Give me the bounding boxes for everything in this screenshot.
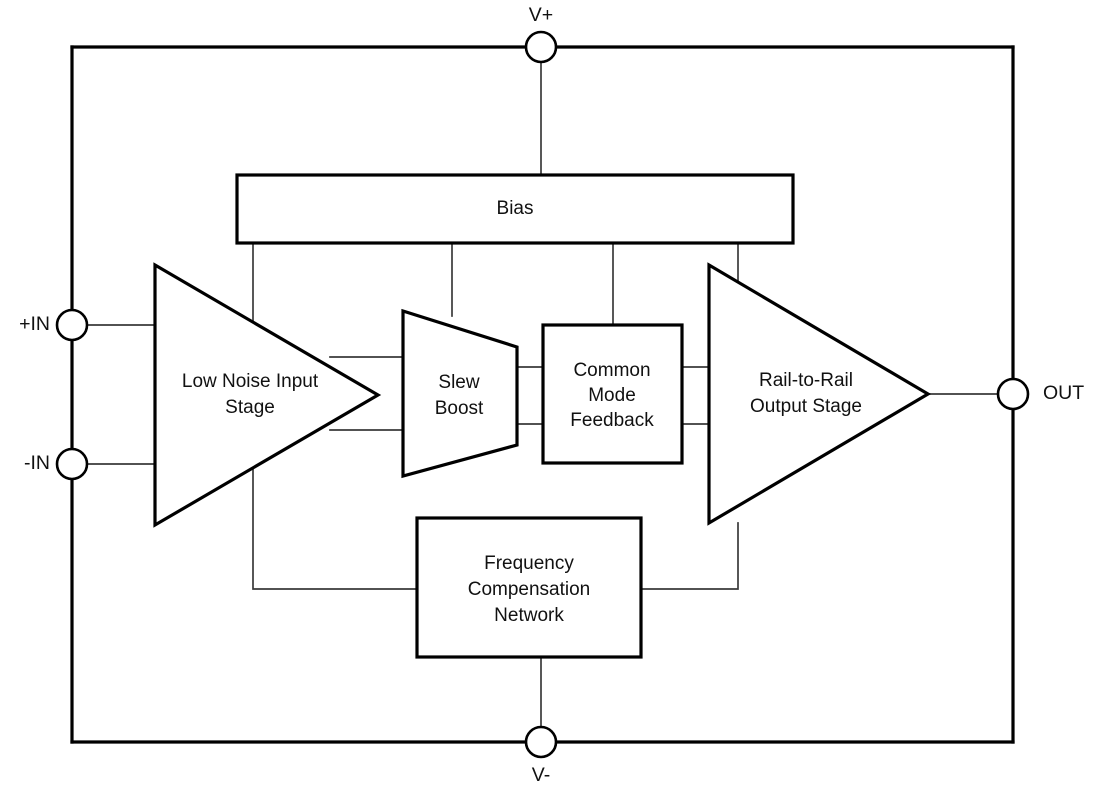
input-signal-wires <box>86 324 167 465</box>
common-mode-feedback-label-line-1: Common <box>573 360 650 381</box>
slew-boost-label-line-2: Boost <box>435 398 484 419</box>
rail-to-rail-output-stage-label-line-1: Rail-to-Rail <box>759 370 853 391</box>
vplus-node-circle[interactable] <box>524 30 558 64</box>
terminal-vminus[interactable]: V- <box>524 725 558 786</box>
common-mode-feedback-label-line-3: Feedback <box>570 410 654 431</box>
frequency-compensation-network-label-line-3: Network <box>494 605 564 626</box>
block-rail-to-rail-output-stage[interactable]: Rail-to-Rail Output Stage <box>707 262 932 526</box>
plus-in-pin-label: +IN <box>19 313 50 335</box>
common-mode-feedback-outline <box>541 323 684 465</box>
frequency-compensation-network-outline <box>415 516 643 659</box>
frequency-compensation-network-label-line-2: Compensation <box>468 579 591 600</box>
bias-block-label: Bias <box>497 198 534 219</box>
rail-to-rail-output-stage-label-line-2: Output Stage <box>750 396 862 417</box>
bias-block-outline <box>235 173 795 245</box>
terminal-vplus[interactable]: V+ <box>524 4 558 64</box>
out-node-circle[interactable] <box>996 377 1030 411</box>
terminal-plus-in[interactable]: +IN <box>19 308 89 342</box>
block-common-mode-feedback[interactable]: Common Mode Feedback <box>541 323 684 465</box>
block-frequency-compensation-network[interactable]: Frequency Compensation Network <box>415 516 643 659</box>
terminal-minus-in[interactable]: -IN <box>24 447 89 481</box>
out-pin-label: OUT <box>1043 382 1084 404</box>
rail-to-rail-output-stage-outline <box>707 262 932 526</box>
low-noise-input-stage-outline <box>153 262 382 528</box>
low-noise-input-stage-label-line-2: Stage <box>225 397 275 418</box>
slew-boost-outline <box>401 308 519 479</box>
compensation-wires <box>252 465 739 590</box>
outer-supply-frame <box>70 45 1015 744</box>
slew-boost-label-line-1: Slew <box>438 372 479 393</box>
terminal-nodes: V+ V- +IN -IN OUT <box>19 4 1084 786</box>
block-bias[interactable]: Bias <box>235 173 795 245</box>
vminus-pin-label: V- <box>532 764 550 786</box>
block-slew-boost[interactable]: Slew Boost <box>401 308 519 479</box>
input-stage-to-fcn-wire <box>252 465 418 590</box>
plus-in-node-circle[interactable] <box>55 308 89 342</box>
block-low-noise-input-stage[interactable]: Low Noise Input Stage <box>153 262 382 528</box>
minus-in-node-circle[interactable] <box>55 447 89 481</box>
fcn-to-output-stage-wire <box>640 522 739 590</box>
vminus-node-circle[interactable] <box>524 725 558 759</box>
frequency-compensation-network-label-line-1: Frequency <box>484 553 574 574</box>
bias-distribution-wires <box>252 242 739 326</box>
minus-in-pin-label: -IN <box>24 452 50 474</box>
vplus-pin-label: V+ <box>529 4 553 26</box>
terminal-out[interactable]: OUT <box>996 377 1084 411</box>
common-mode-feedback-label-line-2: Mode <box>588 385 636 406</box>
low-noise-input-stage-label-line-1: Low Noise Input <box>182 371 319 392</box>
